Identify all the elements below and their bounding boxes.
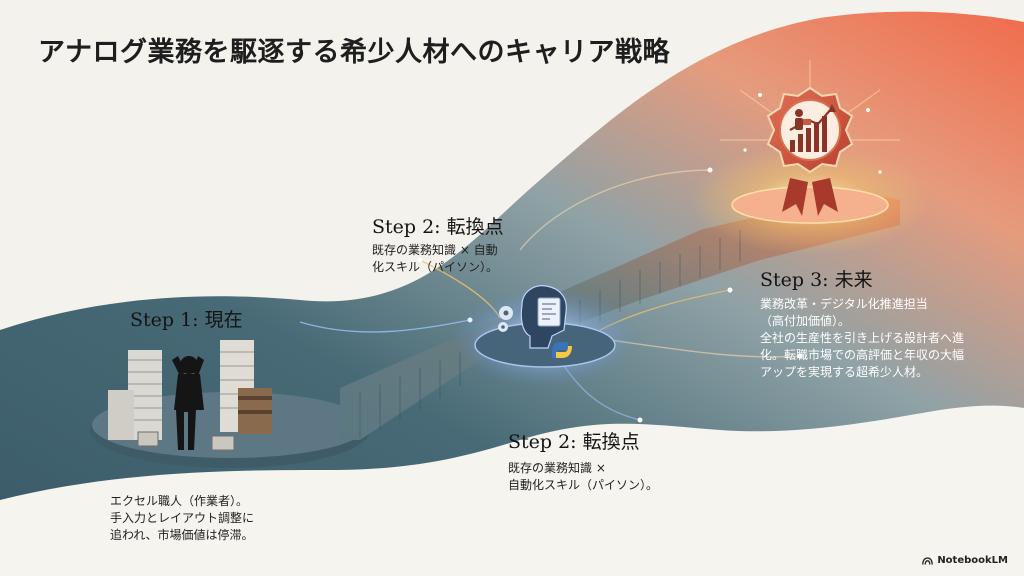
- step2-top-line: 化スキル（パイソン）。: [372, 260, 499, 274]
- step3-line: 化。転職市場での高評価と年収の大幅: [760, 348, 965, 362]
- step1-line: エクセル職人（作業者）。: [110, 494, 249, 508]
- python-logo-icon: [552, 342, 572, 358]
- step2-top-title: Step 2: 転換点: [372, 216, 504, 238]
- lower-background: [0, 405, 1024, 576]
- step3-line: 業務改革・デジタル化推進担当: [760, 297, 928, 311]
- brand-watermark: NotebookLM: [922, 555, 1008, 566]
- code-document-icon: [537, 297, 561, 327]
- page-title: アナログ業務を駆逐する希少人材へのキャリア戦略: [38, 37, 670, 68]
- award-badge-icon: [766, 86, 854, 216]
- growth-chart-icon: [790, 116, 827, 152]
- gear-icon: [498, 306, 513, 332]
- step2-bottom-title: Step 2: 転換点: [508, 431, 640, 453]
- step3-line: 全社の生産性を引き上げる設計者へ進: [760, 331, 965, 345]
- calculator-icon: [137, 431, 235, 451]
- step1-line: 手入力とレイアウト調整に: [110, 511, 255, 525]
- notebooklm-logo-icon: [922, 556, 934, 565]
- paper-stack-icon: [108, 340, 272, 440]
- step1-line: 追われ、市場価値は停滞。: [110, 528, 254, 542]
- step2-bottom-line: 自動化スキル（パイソン）。: [508, 478, 659, 492]
- step3-line: アップを実現する超希少人材。: [760, 365, 929, 379]
- staircase: [340, 192, 900, 440]
- step1-title: Step 1: 現在: [130, 309, 243, 331]
- step3-title: Step 3: 未来: [760, 269, 873, 291]
- brand-label: NotebookLM: [937, 555, 1008, 566]
- step2-top-description: 既存の業務知識 × 自動 化スキル（パイソン）。: [372, 242, 498, 276]
- step2-bottom-description: 既存の業務知識 × 自動化スキル（パイソン）。: [508, 460, 658, 494]
- step1-description: エクセル職人（作業者）。 手入力とレイアウト調整に 追われ、市場価値は停滞。: [110, 493, 254, 544]
- step3-line: （高付加価値）。: [760, 314, 851, 328]
- stressed-person-icon: [172, 356, 204, 450]
- person-reading-icon: [795, 109, 811, 130]
- step2-bottom-line: 既存の業務知識 ×: [508, 461, 606, 475]
- step3-platform: [731, 186, 889, 224]
- step2-top-line: 既存の業務知識 × 自動: [372, 243, 498, 257]
- step3-description: 業務改革・デジタル化推進担当 （高付加価値）。 全社の生産性を引き上げる設計者へ…: [760, 296, 964, 381]
